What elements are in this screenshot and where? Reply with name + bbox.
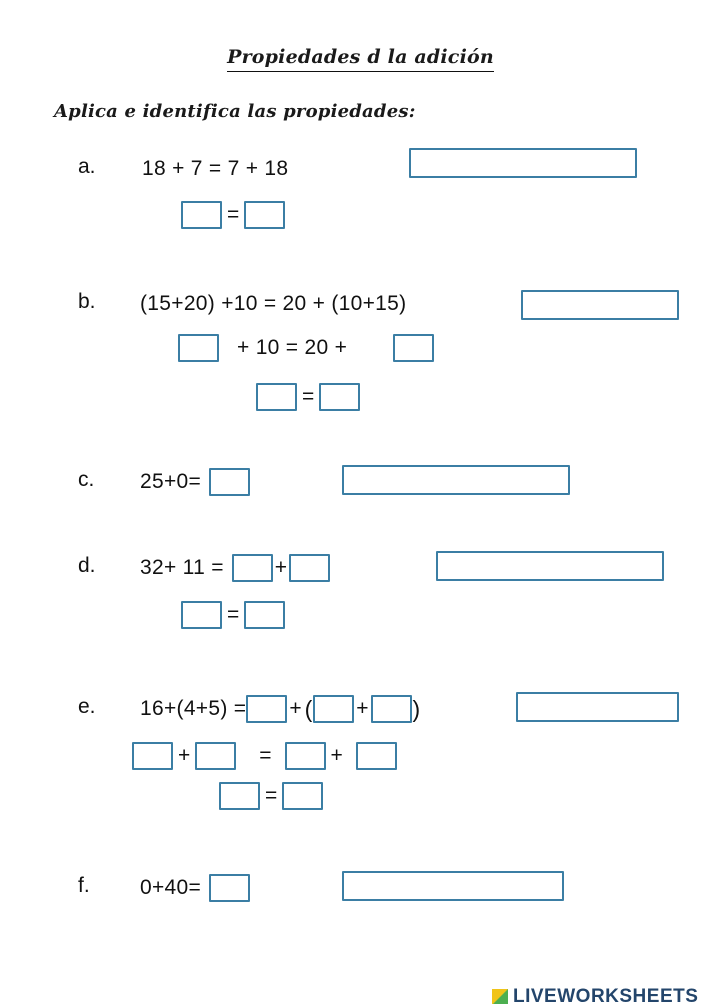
exercise-e-line2-plus-2: +	[330, 744, 343, 767]
exercise-e-line-1: 16+(4+5) = + ( + )	[140, 692, 421, 726]
exercise-b-expression: (15+20) +10 = 20 + (10+15)	[140, 292, 407, 315]
exercise-e-plus-2: +	[356, 697, 369, 720]
exercise-f-expression: 0+40=	[140, 876, 202, 899]
exercise-e-line2-plus-1: +	[178, 744, 191, 767]
exercise-e-line3-equals: =	[265, 784, 278, 807]
exercise-d-plus: +	[274, 556, 288, 579]
exercise-d-expression: 32+ 11 =	[140, 556, 224, 579]
exercise-d-blank-4[interactable]	[244, 601, 286, 629]
exercise-e-paren-open: (	[304, 695, 313, 722]
exercise-a-line-2: =	[181, 198, 286, 232]
exercise-e-blank-9[interactable]	[282, 782, 324, 810]
exercise-d-blank-3[interactable]	[181, 601, 222, 629]
exercise-e-blank-8[interactable]	[219, 782, 260, 810]
exercise-e-blank-2[interactable]	[313, 695, 355, 723]
exercise-e-blank-7[interactable]	[355, 742, 397, 770]
exercise-b-blank-3[interactable]	[256, 383, 297, 411]
exercise-b-line-3: =	[256, 380, 361, 414]
exercise-b-line-1: (15+20) +10 = 20 + (10+15)	[140, 287, 406, 321]
exercise-d-line-1: 32+ 11 = +	[140, 551, 331, 585]
exercise-f-line-1: 0+40=	[140, 871, 251, 905]
exercise-e-letter: e.	[78, 695, 96, 718]
exercise-e-line-3: =	[219, 779, 324, 813]
exercise-a-letter: a.	[78, 155, 96, 178]
exercise-c-blank-1[interactable]	[209, 468, 251, 496]
exercise-e-blank-3[interactable]	[370, 695, 412, 723]
exercise-b-blank-4[interactable]	[319, 383, 361, 411]
exercise-e-blank-6[interactable]	[284, 742, 326, 770]
exercise-b-equals: =	[302, 385, 315, 408]
page-title-text: Propiedades d la adición	[227, 45, 494, 72]
exercise-b-line-2: + 10 = 20 +	[178, 331, 435, 365]
exercise-e-plus-1: +	[289, 697, 302, 720]
exercise-b-blank-1[interactable]	[178, 334, 219, 362]
exercise-e-blank-5[interactable]	[195, 742, 237, 770]
exercise-a-blank-2[interactable]	[244, 201, 286, 229]
exercise-a-line-1: 18 + 7 = 7 + 18	[142, 152, 288, 186]
exercise-e-paren-close: )	[412, 695, 421, 722]
exercise-e-expression: 16+(4+5) =	[140, 697, 247, 720]
exercise-a-answer-input[interactable]	[409, 148, 637, 178]
exercise-f-answer-input[interactable]	[342, 871, 564, 901]
exercise-a-blank-1[interactable]	[181, 201, 222, 229]
exercise-c-letter: c.	[78, 468, 95, 491]
exercise-d-answer-input[interactable]	[436, 551, 664, 581]
liveworksheets-label: LIVEWORKSHEETS	[513, 986, 699, 1004]
exercise-c-line-1: 25+0=	[140, 465, 251, 499]
exercise-b-answer-input[interactable]	[521, 290, 679, 320]
exercise-a-expression: 18 + 7 = 7 + 18	[142, 157, 289, 180]
exercise-d-equals: =	[227, 603, 240, 626]
exercise-c-expression: 25+0=	[140, 470, 202, 493]
exercise-d-line-2: =	[181, 598, 286, 632]
liveworksheets-watermark: LIVEWORKSHEETS	[492, 986, 721, 1004]
page-title: Propiedades d la adición	[0, 45, 721, 72]
exercise-e-line-2: + = +	[132, 739, 397, 773]
exercise-a-equals: =	[227, 203, 240, 226]
exercise-d-blank-2[interactable]	[289, 554, 331, 582]
exercise-d-blank-1[interactable]	[231, 554, 273, 582]
exercise-d-letter: d.	[78, 554, 96, 577]
exercise-e-blank-4[interactable]	[132, 742, 173, 770]
exercise-b-blank-2[interactable]	[393, 334, 435, 362]
exercise-b-line-2-text: + 10 = 20 +	[237, 336, 348, 359]
instruction-text: Aplica e identifica las propiedades:	[54, 101, 416, 122]
exercise-f-letter: f.	[78, 874, 90, 897]
exercise-f-blank-1[interactable]	[209, 874, 251, 902]
liveworksheets-logo-icon	[492, 989, 508, 1004]
exercise-b-letter: b.	[78, 290, 96, 313]
exercise-e-blank-1[interactable]	[246, 695, 288, 723]
exercise-e-answer-input[interactable]	[516, 692, 679, 722]
exercise-c-answer-input[interactable]	[342, 465, 570, 495]
exercise-e-line2-equals: =	[259, 744, 272, 767]
